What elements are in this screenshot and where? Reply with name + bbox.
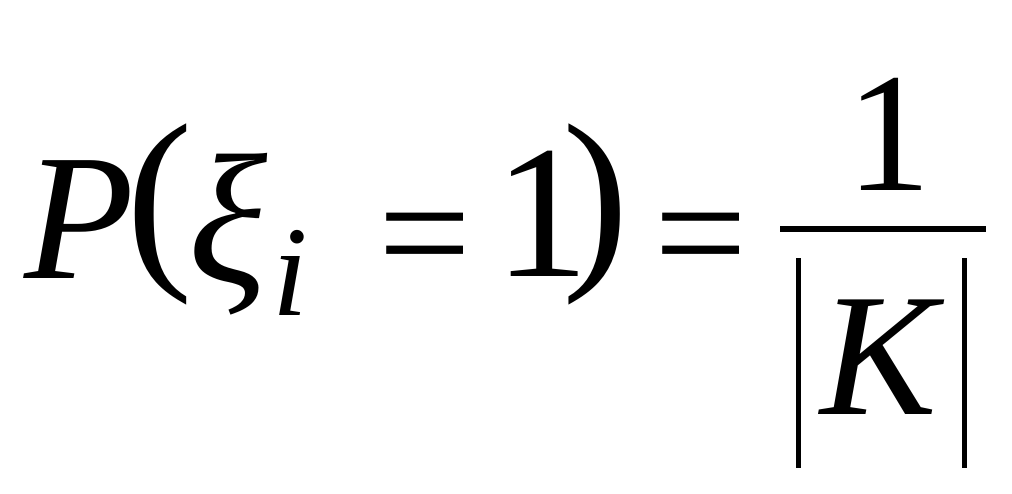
value-one: 1 [494,108,589,318]
equals-sign-second: = [654,141,748,324]
equals-sign-first: = [378,141,472,324]
open-parenthesis: ( [126,85,193,306]
subscript-i: i [272,201,308,343]
absolute-value-bar-left [796,258,801,468]
function-name-p: P [24,118,134,317]
fraction-numerator: 1 [846,39,931,227]
fraction-bar [780,226,986,232]
set-symbol-k: K [820,258,937,452]
close-parenthesis: ) [562,85,629,306]
absolute-value-bar-right [962,258,967,468]
variable-xi: ξ [188,118,268,323]
